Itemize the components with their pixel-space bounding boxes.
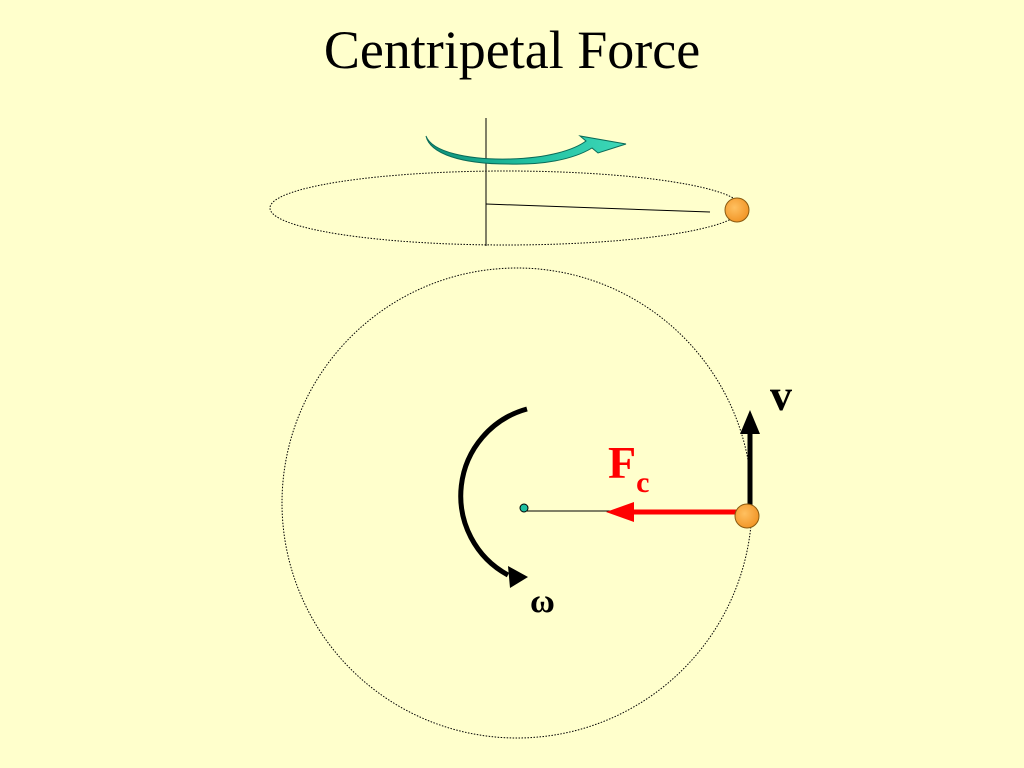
angular-velocity-arc [458, 406, 528, 578]
force-label-main: F [608, 437, 636, 488]
slide-title: Centripetal Force [323, 20, 701, 80]
velocity-label: v [770, 371, 792, 420]
string-perspective [485, 203, 711, 213]
mass-ball-perspective [724, 197, 750, 223]
orbit-path-top [281, 267, 753, 739]
angular-velocity-label: ω [530, 583, 555, 620]
force-label: Fc [608, 437, 649, 499]
force-arrowhead-icon [606, 502, 634, 522]
angular-velocity-arrowhead-icon [508, 566, 528, 588]
center-point [519, 503, 529, 513]
mass-ball-top [734, 503, 760, 529]
force-label-subscript: c [636, 466, 649, 499]
orbit-path-perspective [269, 170, 743, 246]
perspective-view [269, 118, 750, 246]
velocity-arrowhead-icon [740, 410, 760, 434]
top-view: v Fc ω [281, 267, 792, 739]
rotation-direction-arrow-icon [425, 135, 627, 165]
